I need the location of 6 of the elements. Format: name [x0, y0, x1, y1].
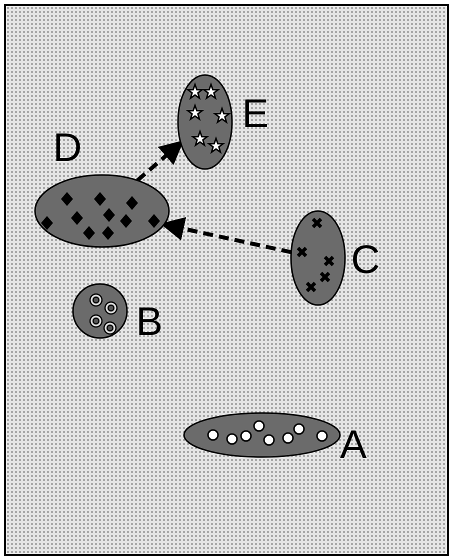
dashed-arrow — [136, 140, 184, 182]
cluster-letter: A — [340, 425, 367, 465]
cluster-letter: C — [351, 240, 380, 280]
cluster-letter: D — [53, 128, 82, 168]
cluster-letter: E — [242, 94, 269, 134]
cluster-letter: B — [136, 302, 163, 342]
